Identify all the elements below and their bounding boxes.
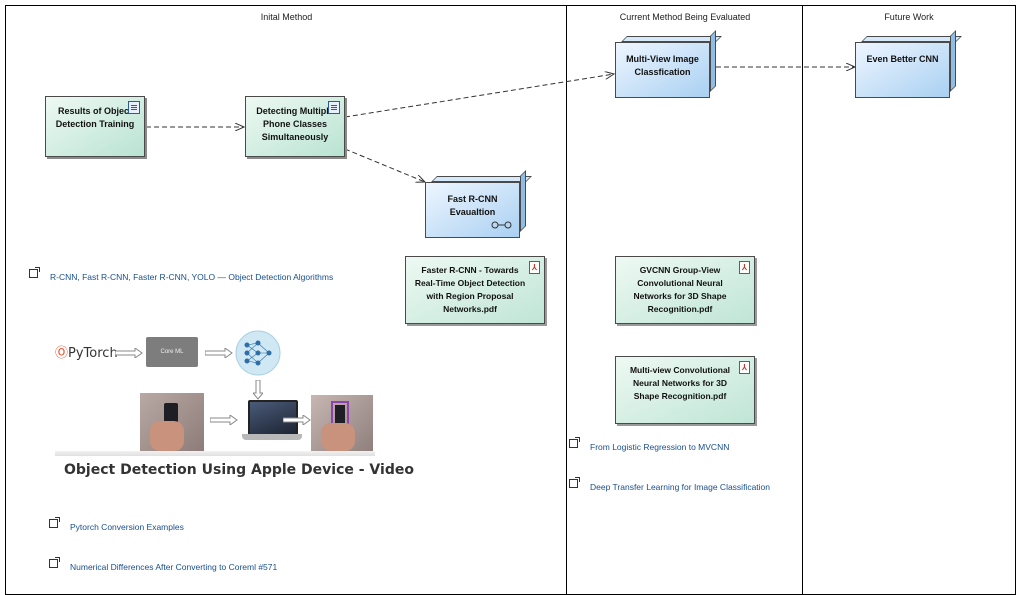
flow-arrow-icon bbox=[205, 348, 233, 358]
node-detecting-phone[interactable]: Detecting Multiple Phone Classes Simulta… bbox=[245, 96, 345, 157]
flow-arrow-down-icon bbox=[253, 380, 263, 400]
lane-header-current: Current Method Being Evaluated bbox=[619, 12, 751, 22]
pdf-icon: ⅄ bbox=[739, 361, 750, 374]
document-icon bbox=[328, 101, 340, 114]
phone-photo-left bbox=[140, 393, 204, 453]
node-better-cnn-body: Even Better CNN bbox=[855, 42, 950, 98]
flow-arrow-icon bbox=[210, 415, 238, 425]
pytorch-logo-text: PyTorch bbox=[68, 346, 118, 361]
node-depth-right bbox=[710, 30, 716, 92]
node-multi-view-label: Multi-View Image Classfication bbox=[626, 54, 699, 77]
phone-photo-right bbox=[311, 395, 373, 453]
node-depth-right bbox=[520, 170, 526, 232]
note-mvcnn-label: Multi-view Convolutional Neural Networks… bbox=[629, 365, 731, 401]
external-link-icon bbox=[49, 517, 60, 528]
link-numerical-differences[interactable]: Numerical Differences After Converting t… bbox=[70, 562, 278, 572]
note-faster-rcnn-pdf[interactable]: Faster R-CNN - Towards Real-Time Object … bbox=[405, 256, 545, 324]
note-gvcnn-label: GVCNN Group-View Convolutional Neural Ne… bbox=[633, 265, 727, 314]
pdf-icon: ⅄ bbox=[739, 261, 750, 274]
flow-arrow-icon bbox=[283, 415, 311, 425]
node-detecting-phone-label: Detecting Multiple Phone Classes Simulta… bbox=[256, 106, 334, 142]
note-faster-rcnn-label: Faster R-CNN - Towards Real-Time Object … bbox=[414, 265, 526, 314]
external-link-icon bbox=[569, 477, 580, 488]
pdf-icon: ⅄ bbox=[529, 261, 540, 274]
note-mvcnn-pdf[interactable]: Multi-view Convolutional Neural Networks… bbox=[615, 356, 755, 424]
note-gvcnn-pdf[interactable]: GVCNN Group-View Convolutional Neural Ne… bbox=[615, 256, 755, 324]
edge-detecting-to-multiview bbox=[344, 74, 614, 118]
node-results-training-label: Results of Object Detection Training bbox=[55, 106, 135, 129]
node-fast-rcnn-body: Fast R-CNN Evaualtion bbox=[425, 182, 520, 238]
coreml-logo-text: Core ML bbox=[160, 349, 184, 355]
coreml-logo: Core ML bbox=[146, 337, 198, 367]
video-title[interactable]: Object Detection Using Apple Device - Vi… bbox=[64, 462, 414, 478]
node-better-cnn[interactable]: Even Better CNN bbox=[855, 30, 962, 99]
lane-header-initial: Inital Method bbox=[260, 12, 313, 22]
external-link-icon bbox=[29, 267, 40, 278]
pytorch-logo: ⓄPyTorch bbox=[55, 346, 118, 361]
node-multi-view-body: Multi-View Image Classfication bbox=[615, 42, 710, 98]
node-multi-view[interactable]: Multi-View Image Classfication bbox=[615, 30, 722, 99]
link-logistic-to-mvcnn[interactable]: From Logistic Regression to MVCNN bbox=[590, 442, 730, 452]
external-link-icon bbox=[569, 437, 580, 448]
lane-header-future: Future Work bbox=[884, 12, 934, 22]
node-results-training[interactable]: Results of Object Detection Training bbox=[45, 96, 145, 157]
neural-network-icon bbox=[235, 330, 281, 376]
link-glyph-icon bbox=[491, 221, 512, 229]
node-depth-right bbox=[950, 30, 956, 92]
edge-detecting-to-fastrcnn bbox=[344, 148, 425, 182]
link-pytorch-conversion[interactable]: Pytorch Conversion Examples bbox=[70, 522, 184, 532]
flow-arrow-icon bbox=[115, 348, 143, 358]
node-fast-rcnn-label: Fast R-CNN Evaualtion bbox=[447, 194, 498, 217]
video-bottom-strip bbox=[55, 451, 375, 456]
node-better-cnn-label: Even Better CNN bbox=[866, 54, 939, 64]
link-deep-transfer[interactable]: Deep Transfer Learning for Image Classif… bbox=[590, 482, 771, 492]
node-fast-rcnn[interactable]: Fast R-CNN Evaualtion bbox=[425, 170, 532, 239]
external-link-icon bbox=[49, 557, 60, 568]
document-icon bbox=[128, 101, 140, 114]
link-rcnn-algorithms[interactable]: R-CNN, Fast R-CNN, Faster R-CNN, YOLO — … bbox=[50, 272, 334, 282]
video-thumbnail[interactable]: ⓄPyTorch Core ML bbox=[55, 330, 375, 456]
